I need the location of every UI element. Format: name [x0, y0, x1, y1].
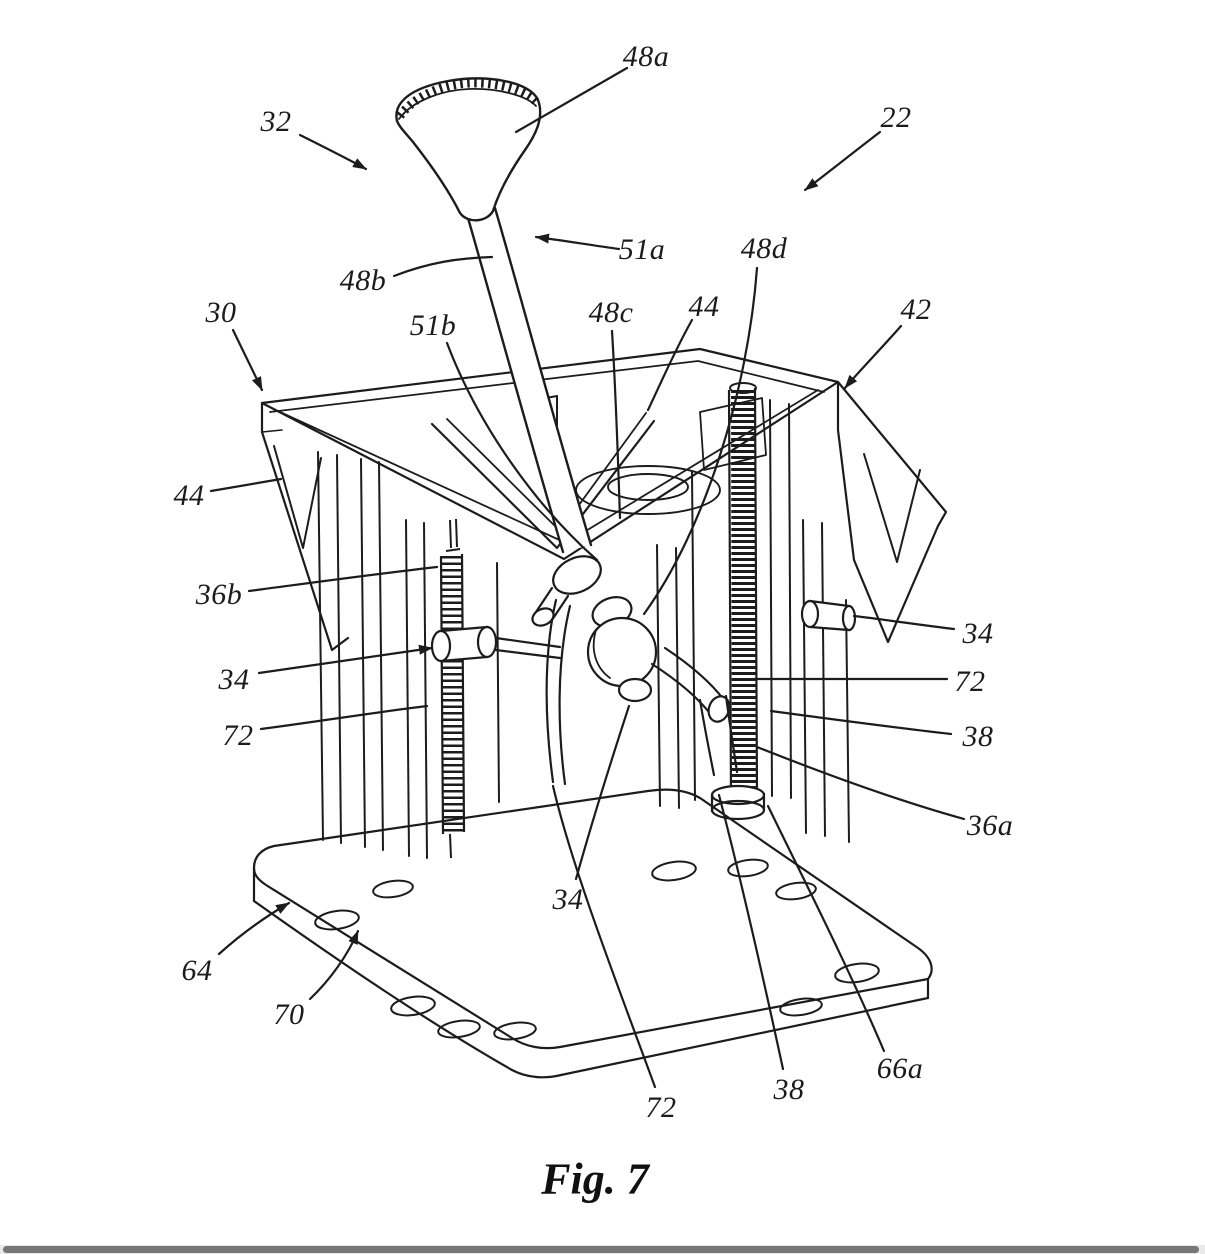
ref-label-38-bottom: 38 — [773, 1073, 805, 1106]
ref-label-36a: 36a — [966, 809, 1014, 842]
leader-44-top — [646, 318, 694, 412]
ref-label-51b: 51b — [409, 309, 457, 342]
leader-48c — [610, 329, 622, 520]
leader-34-left — [257, 644, 434, 675]
pivot-pin-right — [800, 599, 857, 632]
left-flange — [260, 401, 350, 652]
ref-label-48c: 48c — [588, 296, 634, 329]
ref-label-44-top: 44 — [688, 290, 720, 323]
ref-label-48a: 48a — [622, 40, 670, 73]
ref-label-36b: 36b — [195, 578, 243, 611]
leader-64 — [217, 901, 291, 956]
ref-label-30: 30 — [205, 296, 237, 329]
threaded-rod-left — [439, 518, 466, 859]
leader-30 — [231, 328, 264, 392]
ref-label-72-left: 72 — [222, 719, 254, 752]
leader-34-right — [852, 614, 956, 631]
shifter-knob — [395, 77, 542, 222]
leader-36b — [247, 565, 439, 593]
leader-32 — [298, 133, 368, 171]
right-wing-bracket — [836, 380, 948, 644]
ref-label-48d: 48d — [740, 232, 788, 265]
ref-label-38-right: 38 — [962, 720, 994, 753]
leader-44-left — [209, 477, 283, 493]
leader-51a — [534, 233, 621, 251]
leader-22 — [803, 130, 882, 192]
leader-42 — [843, 324, 903, 390]
leader-48d — [642, 266, 759, 616]
ref-label-44-left: 44 — [173, 479, 205, 512]
ref-label-70: 70 — [273, 998, 305, 1031]
ref-label-72-bottom: 72 — [645, 1091, 677, 1124]
horizontal-scrollbar-thumb[interactable] — [3, 1246, 1199, 1253]
leader-48b — [392, 255, 494, 278]
ref-label-51a: 51a — [618, 233, 666, 266]
ref-label-22: 22 — [880, 101, 912, 134]
leader-38-bottom — [717, 793, 785, 1071]
horizontal-scrollbar-track[interactable] — [0, 1245, 1205, 1254]
knob-knurling — [396, 78, 541, 119]
leader-72-left — [259, 704, 429, 731]
leader-72-bottom — [551, 784, 657, 1089]
ref-label-64: 64 — [181, 954, 213, 987]
ref-label-42: 42 — [900, 293, 932, 326]
ref-label-32: 32 — [260, 105, 292, 138]
leader-66a — [766, 804, 886, 1053]
leader-51b — [445, 341, 599, 562]
ref-label-34-center: 34 — [552, 883, 584, 916]
ref-label-72-right: 72 — [954, 665, 986, 698]
leader-70 — [308, 929, 360, 1001]
leader-38-right — [769, 709, 953, 736]
ref-label-48b: 48b — [339, 264, 387, 297]
ref-label-34-right: 34 — [962, 617, 994, 650]
shifter-shaft — [464, 206, 593, 554]
figure-caption: Fig. 7 — [541, 1154, 649, 1204]
leader-lines — [209, 66, 966, 1089]
leader-34-center — [574, 704, 631, 881]
ref-label-34-left: 34 — [218, 663, 250, 696]
leader-36a — [755, 745, 966, 821]
leader-48a — [514, 66, 629, 134]
pivot-pin-left — [430, 625, 562, 663]
ref-label-66a: 66a — [876, 1052, 924, 1085]
